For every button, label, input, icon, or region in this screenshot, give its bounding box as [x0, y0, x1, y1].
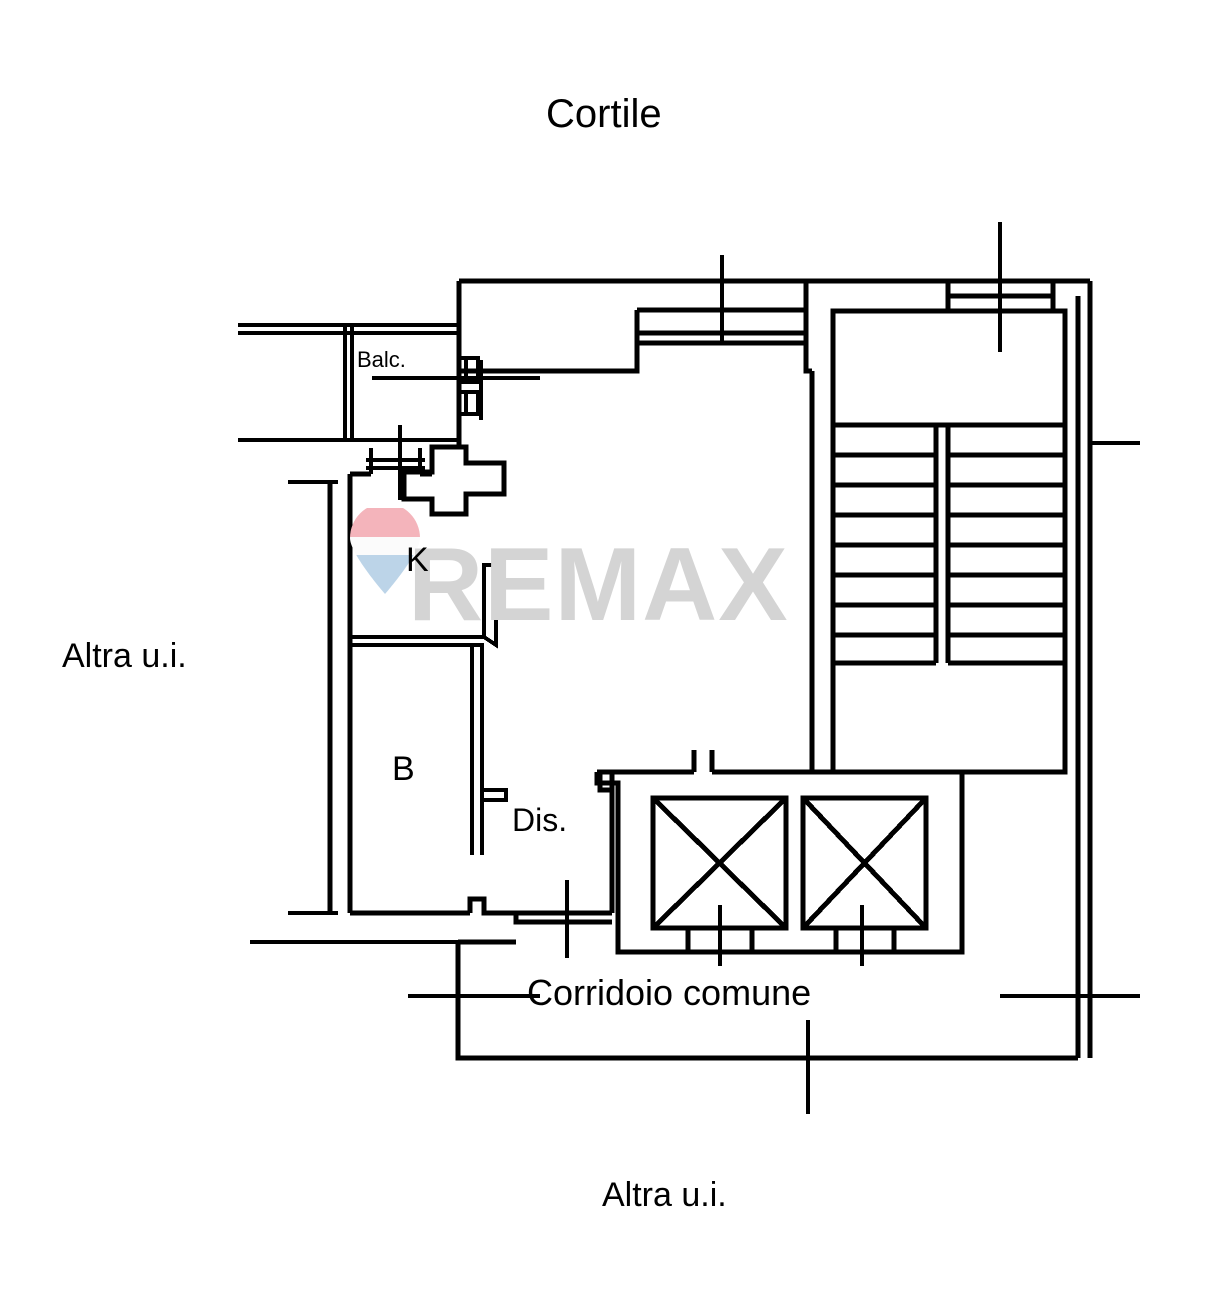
kitchen-window	[366, 448, 425, 474]
label-kitchen: K	[406, 541, 429, 579]
label-corridoio-comune: Corridoio comune	[527, 972, 812, 1013]
apartment-outline	[456, 278, 1010, 772]
disimpegno-wall	[470, 645, 508, 855]
label-bedroom: B	[392, 750, 415, 788]
storage-room-2	[800, 795, 929, 952]
storage-block-outline	[594, 750, 965, 955]
label-cortile: Cortile	[546, 92, 662, 136]
label-disimpegno: Dis.	[512, 802, 568, 838]
kitchen-divider-wall	[350, 563, 498, 649]
balcony-door	[459, 356, 480, 416]
label-altra-ui-left: Altra u.i.	[62, 637, 187, 675]
label-altra-ui-bottom: Altra u.i.	[602, 1176, 727, 1214]
reference-lines	[238, 323, 1140, 998]
dimension-ticks	[372, 222, 1002, 1114]
storage-room-1	[650, 795, 789, 952]
disimpegno-right-wall	[513, 769, 615, 925]
apartment-left-walls	[347, 471, 516, 916]
staircase-block	[812, 278, 1093, 1058]
label-balcone: Balc.	[357, 347, 406, 372]
balcony-outline	[343, 325, 460, 442]
stair-treads	[833, 425, 1065, 666]
corridoio-comune-outline	[455, 939, 1078, 1061]
